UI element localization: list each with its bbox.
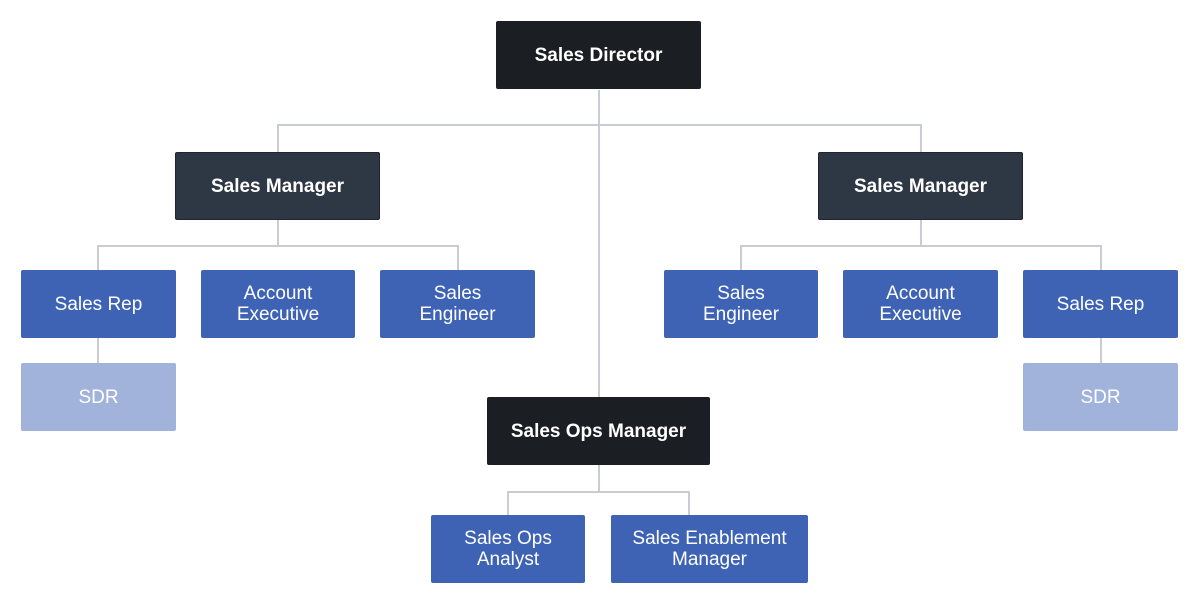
node-sales-engineer-left: Sales Engineer	[380, 270, 535, 338]
node-sales-ops-analyst: Sales Ops Analyst	[431, 515, 585, 583]
ops-manager-to-team-connector	[507, 464, 690, 515]
node-sales-engineer-right: Sales Engineer	[664, 270, 818, 338]
node-sales-director: Sales Director	[496, 21, 701, 89]
node-sales-enablement-manager: Sales Enablement Manager	[611, 515, 808, 583]
director-to-managers-connector	[277, 90, 922, 398]
node-account-executive-right: Account Executive	[843, 270, 998, 338]
node-sales-manager-left: Sales Manager	[175, 152, 380, 220]
node-sdr-right: SDR	[1023, 363, 1178, 431]
node-sdr-left: SDR	[21, 363, 176, 431]
node-sales-rep-left: Sales Rep	[21, 270, 176, 338]
node-sales-ops-manager: Sales Ops Manager	[487, 397, 710, 465]
node-sales-manager-right: Sales Manager	[818, 152, 1023, 220]
node-account-executive-left: Account Executive	[201, 270, 355, 338]
right-manager-to-team-connector	[740, 219, 1102, 270]
node-sales-rep-right: Sales Rep	[1023, 270, 1178, 338]
left-manager-to-team-connector	[97, 219, 459, 270]
